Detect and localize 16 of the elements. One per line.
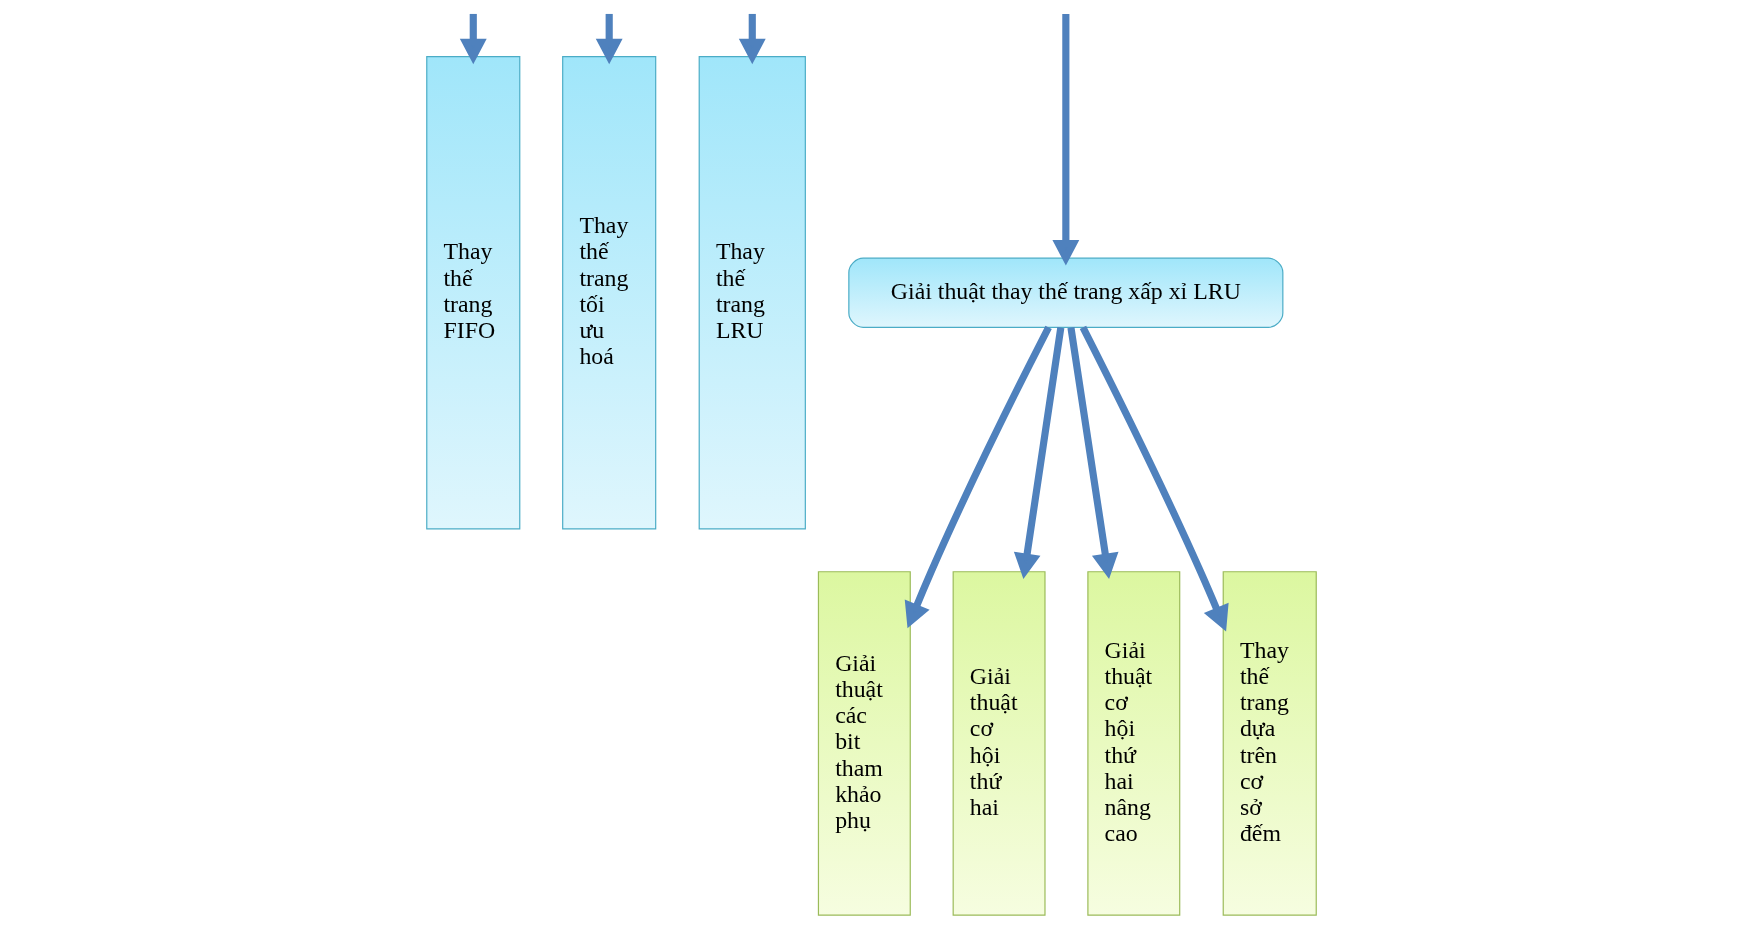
node-box: Giải thuật các bit tham khảo phụ [817,571,911,916]
arrow [459,13,487,65]
arrow [904,325,1052,629]
arrow [595,13,623,65]
arrow [738,13,766,65]
arrow [1013,327,1064,579]
node-box: Thay thế trang LRU [698,56,806,530]
node-box: Giải thuật cơ hội thứ hai [952,571,1046,916]
node-box: Giải thuật cơ hội thứ hai nâng cao [1086,571,1180,916]
node-box: Giải thuật thay thế trang xấp xỉ LRU [847,257,1283,328]
arrow [1079,325,1229,632]
arrow [1066,327,1118,579]
node-box: Thay thế trang tối ưu hoá [561,56,656,530]
node-box: Thay thế trang FIFO [425,56,520,530]
node-box: Thay thế trang dựa trên cơ sở đếm [1222,571,1317,916]
arrow [1051,13,1079,266]
